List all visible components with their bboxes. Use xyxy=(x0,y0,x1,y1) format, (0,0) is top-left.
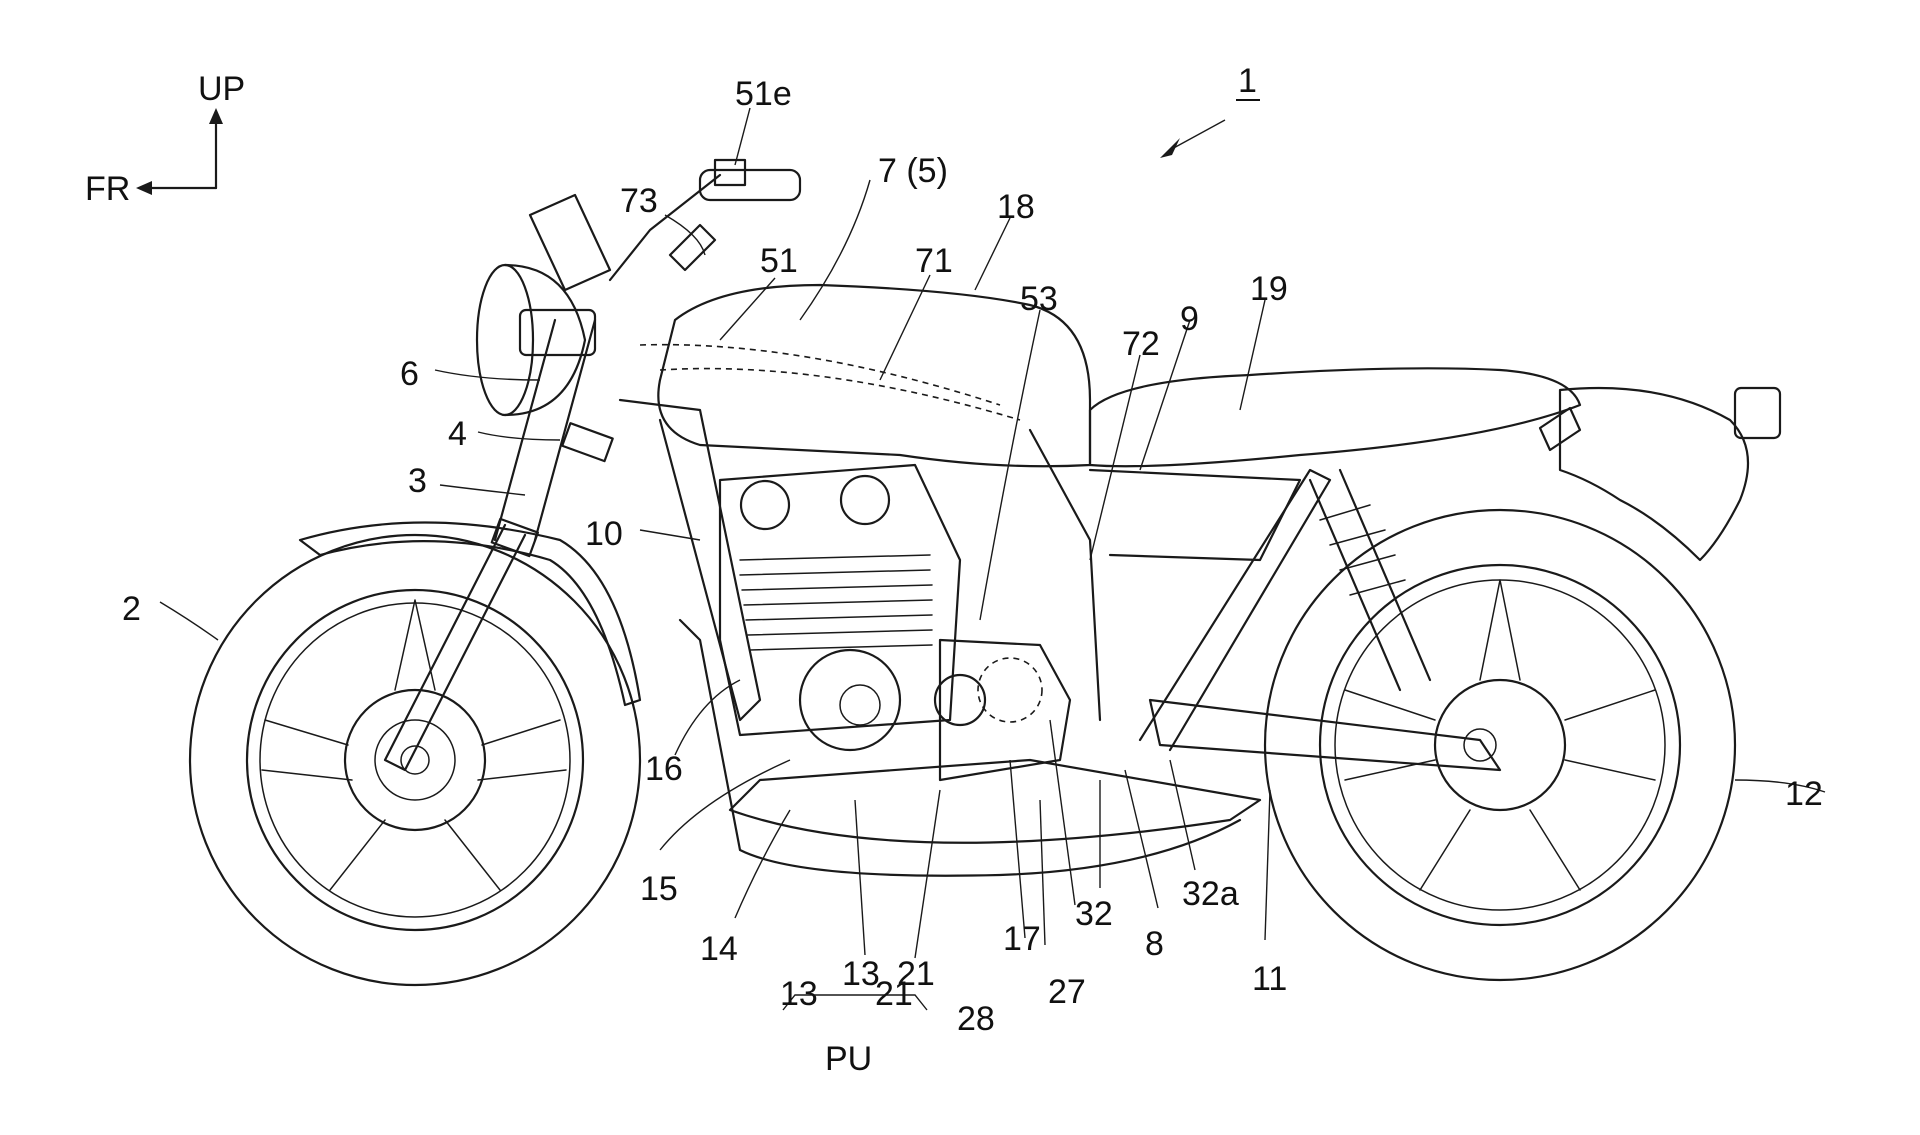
label-12: 12 xyxy=(1785,775,1823,813)
label-51: 51 xyxy=(760,242,798,280)
label-15: 15 xyxy=(640,870,678,908)
rear-fender xyxy=(1558,386,1750,562)
label-16: 16 xyxy=(645,750,683,788)
label-9: 9 xyxy=(1180,300,1199,338)
swingarm xyxy=(1148,698,1502,772)
group-label-21: 21 xyxy=(875,975,913,1013)
group-label-13: 13 xyxy=(780,975,818,1013)
label-72: 72 xyxy=(1122,325,1160,363)
headlight xyxy=(475,263,597,417)
axis-front-label: FR xyxy=(85,170,130,208)
engine xyxy=(718,463,1072,782)
label-27: 27 xyxy=(1048,973,1086,1011)
label-21: 21 xyxy=(897,955,935,993)
leader-lines xyxy=(159,107,1826,1011)
label-18: 18 xyxy=(997,188,1035,226)
labels: UP FR 1 51e 73 7 (5) 18 51 71 53 72 9 19… xyxy=(85,62,1823,1078)
label-32a: 32a xyxy=(1182,875,1239,913)
label-4: 4 xyxy=(448,415,467,453)
rear-wheel xyxy=(1263,508,1737,982)
label-6: 6 xyxy=(400,355,419,393)
label-71: 71 xyxy=(915,242,953,280)
label-51e: 51e xyxy=(735,75,792,113)
front-wheel xyxy=(188,533,642,987)
label-73: 73 xyxy=(620,182,658,220)
label-7-5: 7 (5) xyxy=(878,152,948,190)
seat xyxy=(1088,367,1582,468)
label-10: 10 xyxy=(585,515,623,553)
front-fork xyxy=(383,318,614,772)
front-fender xyxy=(298,521,642,707)
label-14: 14 xyxy=(700,930,738,968)
group-label-pu: PU xyxy=(825,1040,872,1078)
label-53: 53 xyxy=(1020,280,1058,318)
rear-shock xyxy=(1308,468,1432,692)
frame xyxy=(618,398,1332,844)
exhaust-pipe xyxy=(678,618,1242,877)
axis-up-label: UP xyxy=(198,70,245,108)
label-17: 17 xyxy=(1003,920,1041,958)
label-2: 2 xyxy=(122,590,141,628)
label-19: 19 xyxy=(1250,270,1288,308)
fuel-tank xyxy=(657,283,1092,468)
label-13: 13 xyxy=(842,955,880,993)
label-11: 11 xyxy=(1252,960,1287,998)
figure-ref-label: 1 xyxy=(1238,62,1257,100)
direction-indicator xyxy=(136,108,223,195)
handlebar-assembly xyxy=(528,158,802,292)
label-28: 28 xyxy=(957,1000,995,1038)
label-3: 3 xyxy=(408,462,427,500)
label-8: 8 xyxy=(1145,925,1164,963)
label-32: 32 xyxy=(1075,895,1113,933)
